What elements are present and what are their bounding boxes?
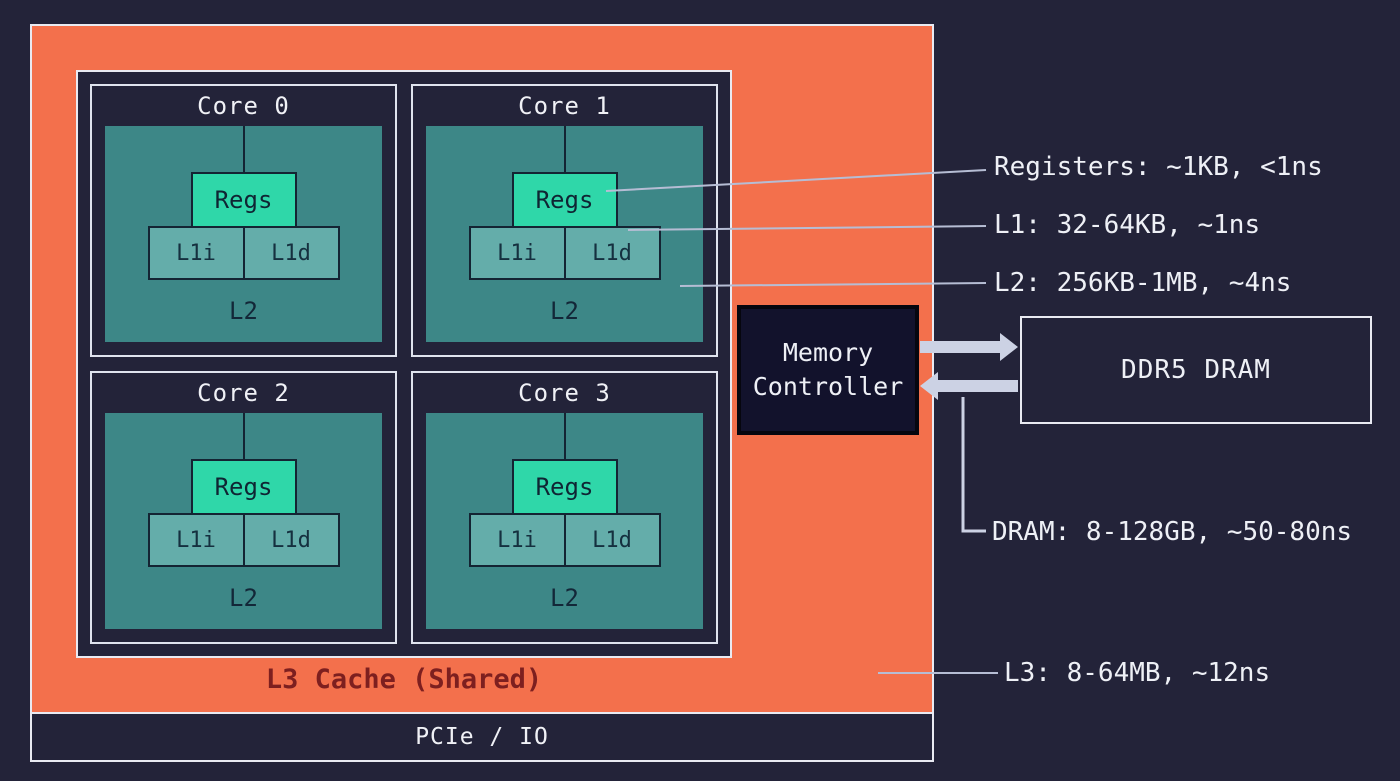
l1-annotation: L1: 32-64KB, ~1ns xyxy=(994,210,1261,240)
core-1: Core 1 Regs L1i L1d L2 xyxy=(411,84,718,357)
cpu-package: L3 Cache (Shared) PCIe / IO Core 0 Regs … xyxy=(30,24,934,762)
core-1-l1i-box: L1i xyxy=(468,226,566,280)
regs-stem xyxy=(242,126,245,172)
l2-annotation: L2: 256KB-1MB, ~4ns xyxy=(994,268,1292,298)
memory-controller-box: Memory Controller xyxy=(737,305,919,435)
core-3-l1i-box: L1i xyxy=(468,513,566,567)
core-0-l1-caches: L1i L1d xyxy=(147,226,340,280)
dram-leader-line xyxy=(961,397,986,533)
core-3-l1-caches: L1i L1d xyxy=(468,513,661,567)
l3-cache-label: L3 Cache (Shared) xyxy=(265,664,543,695)
core-1-l1d-box: L1d xyxy=(563,226,661,280)
core-1-l2-label: L2 xyxy=(550,297,579,325)
core-2-l1i-box: L1i xyxy=(147,513,245,567)
registers-annotation: Registers: ~1KB, <1ns xyxy=(994,152,1323,182)
core-0-l2-region: Regs L1i L1d L2 xyxy=(105,126,382,342)
core-1-l2-region: Regs L1i L1d L2 xyxy=(426,126,703,342)
core-2: Core 2 Regs L1i L1d L2 xyxy=(90,371,397,644)
core-0-l1d-box: L1d xyxy=(242,226,340,280)
core-0: Core 0 Regs L1i L1d L2 xyxy=(90,84,397,357)
core-3: Core 3 Regs L1i L1d L2 xyxy=(411,371,718,644)
dram-annotation: DRAM: 8-128GB, ~50-80ns xyxy=(992,517,1353,547)
core-3-l1d-box: L1d xyxy=(563,513,661,567)
ddr5-dram-label: DDR5 DRAM xyxy=(1121,355,1271,385)
core-3-title: Core 3 xyxy=(518,379,611,407)
core-3-registers-box: Regs xyxy=(511,459,618,515)
core-0-registers-box: Regs xyxy=(190,172,297,228)
core-1-l1-caches: L1i L1d xyxy=(468,226,661,280)
pcie-io-label: PCIe / IO xyxy=(415,724,549,750)
memory-controller-label-line2: Controller xyxy=(752,372,904,401)
l3-annotation: L3: 8-64MB, ~12ns xyxy=(1004,658,1271,688)
core-2-title: Core 2 xyxy=(197,379,290,407)
regs-stem xyxy=(563,413,566,459)
memory-controller-label-line1: Memory xyxy=(782,338,874,367)
core-0-title: Core 0 xyxy=(197,92,290,120)
core-2-l2-label: L2 xyxy=(229,584,258,612)
core-2-registers-box: Regs xyxy=(190,459,297,515)
pcie-io-strip: PCIe / IO xyxy=(32,712,932,760)
core-1-title: Core 1 xyxy=(518,92,611,120)
core-1-registers-box: Regs xyxy=(511,172,618,228)
core-0-l2-label: L2 xyxy=(229,297,258,325)
arrow-right-icon xyxy=(920,333,1018,361)
cores-cluster: Core 0 Regs L1i L1d L2 Core 1 Regs xyxy=(76,70,732,658)
core-3-l2-region: Regs L1i L1d L2 xyxy=(426,413,703,629)
regs-stem xyxy=(242,413,245,459)
arrow-left-icon xyxy=(920,372,1018,400)
core-3-l2-label: L2 xyxy=(550,584,579,612)
core-2-l1d-box: L1d xyxy=(242,513,340,567)
core-2-l1-caches: L1i L1d xyxy=(147,513,340,567)
core-0-l1i-box: L1i xyxy=(147,226,245,280)
regs-stem xyxy=(563,126,566,172)
core-2-l2-region: Regs L1i L1d L2 xyxy=(105,413,382,629)
ddr5-dram-box: DDR5 DRAM xyxy=(1020,316,1372,424)
